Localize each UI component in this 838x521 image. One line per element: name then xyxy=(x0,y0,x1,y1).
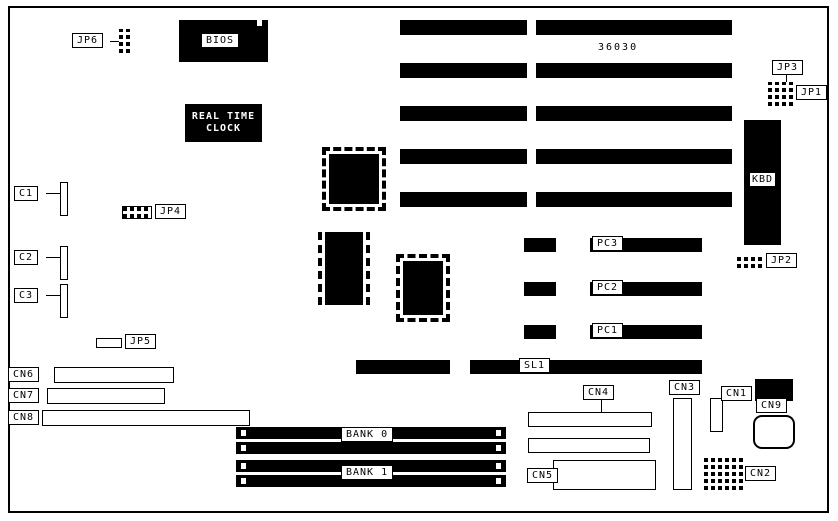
jp3-jp1-pin-block xyxy=(768,82,795,106)
cn7-connector xyxy=(47,388,165,404)
cn4-label: CN4 xyxy=(583,385,615,400)
qfp-chip-small xyxy=(396,254,450,322)
isa-slot-5-left xyxy=(400,192,527,207)
cn4-leader-line xyxy=(601,400,602,412)
cn6-label: CN6 xyxy=(8,367,40,382)
jp2-pin-block xyxy=(737,257,765,268)
cn2-label: CN2 xyxy=(745,466,777,481)
isa-slot-2-left xyxy=(400,63,527,78)
keyboard-din-connector xyxy=(753,415,795,449)
c1-label: C1 xyxy=(14,186,39,201)
cn5-label: CN5 xyxy=(527,468,559,483)
c2-label: C2 xyxy=(14,250,39,265)
isa-slot-2-right xyxy=(536,63,732,78)
jp3-label: JP3 xyxy=(772,60,804,75)
c3-label: C3 xyxy=(14,288,39,303)
c3-leader-line xyxy=(46,295,60,296)
bios-label: BIOS xyxy=(201,33,240,48)
isa-slot-1-left xyxy=(400,20,527,35)
bank1-label: BANK 1 xyxy=(341,465,394,480)
jp1-label: JP1 xyxy=(796,85,828,100)
cn8-connector xyxy=(42,410,250,426)
cn7-label: CN7 xyxy=(8,388,40,403)
jp3-leader-line xyxy=(786,75,787,82)
qfp-chip-large xyxy=(322,147,386,211)
cn9-connector-body xyxy=(755,379,793,401)
jp4-label: JP4 xyxy=(155,204,187,219)
cn9-label: CN9 xyxy=(756,398,788,413)
jp6-label: JP6 xyxy=(72,33,104,48)
cn1-label: CN1 xyxy=(721,386,753,401)
cn4-connector-upper xyxy=(528,412,652,427)
isa-slot-4-right xyxy=(536,149,732,164)
jp6-pin-block xyxy=(119,29,131,53)
c1-leader-line xyxy=(46,193,60,194)
jp4-pin-block xyxy=(122,206,152,219)
rtc-label-line2: CLOCK xyxy=(205,123,242,134)
sl1-label: SL1 xyxy=(519,358,551,373)
c3-connector xyxy=(60,284,68,318)
cn3-connector xyxy=(673,398,692,490)
cn1-connector xyxy=(710,398,723,432)
jp2-label: JP2 xyxy=(766,253,798,268)
c1-connector xyxy=(60,182,68,216)
cn6-connector xyxy=(54,367,174,383)
jp5-pin-block xyxy=(96,338,122,348)
rtc-chip: REAL TIME CLOCK xyxy=(185,104,262,142)
dip-chip xyxy=(318,232,370,305)
isa-slot-3-left xyxy=(400,106,527,121)
cn5-connector xyxy=(553,460,656,490)
bank0-label: BANK 0 xyxy=(341,427,394,442)
cn3-label: CN3 xyxy=(669,380,701,395)
simm-socket-4 xyxy=(236,475,506,487)
pc1-label: PC1 xyxy=(592,323,624,338)
cn2-connector xyxy=(704,457,746,490)
kbd-label: KBD xyxy=(749,172,777,187)
c2-leader-line xyxy=(46,257,60,258)
jp6-leader-line xyxy=(110,41,119,42)
simm-socket-2 xyxy=(236,442,506,454)
c2-connector xyxy=(60,246,68,280)
sl1-slot-key xyxy=(450,360,470,374)
bios-chip-notch xyxy=(257,20,262,26)
pc2-slot-key xyxy=(556,282,590,296)
isa-slot-5-right xyxy=(536,192,732,207)
isa-slot-1-right xyxy=(536,20,732,35)
isa-slot-3-right xyxy=(536,106,732,121)
rtc-label-line1: REAL TIME xyxy=(191,111,256,122)
chipset-number-text: 36030 xyxy=(598,42,639,53)
pc2-label: PC2 xyxy=(592,280,624,295)
cn4-connector-lower xyxy=(528,438,650,453)
cn8-label: CN8 xyxy=(8,410,40,425)
jp5-label: JP5 xyxy=(125,334,157,349)
pc3-slot-key xyxy=(556,238,590,252)
pc3-label: PC3 xyxy=(592,236,624,251)
pc1-slot-key xyxy=(556,325,590,339)
isa-slot-4-left xyxy=(400,149,527,164)
